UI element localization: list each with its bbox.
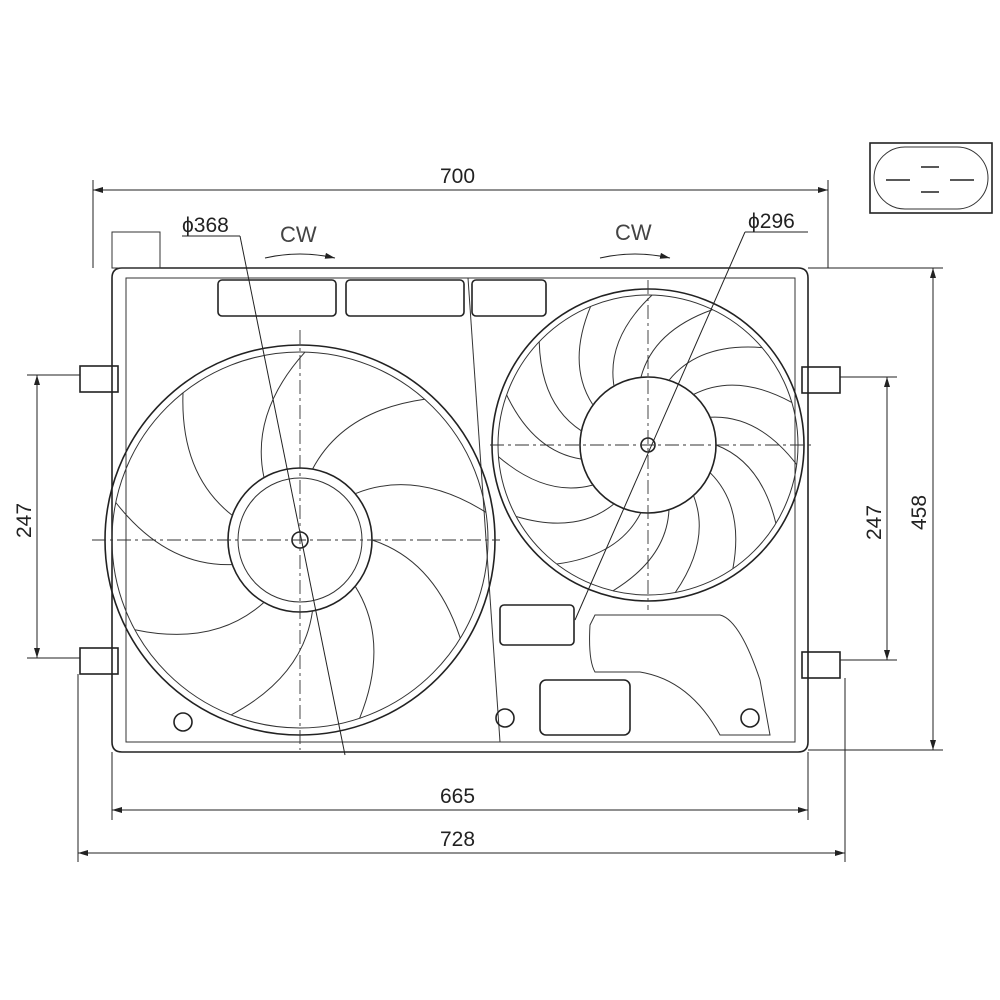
fan-blade bbox=[230, 610, 313, 716]
fan-blade bbox=[134, 602, 265, 635]
fan-blade bbox=[498, 456, 594, 489]
fan-blade bbox=[612, 294, 653, 387]
connector-detail-view bbox=[869, 142, 993, 214]
dimension-left-mount-spacing: 247 bbox=[13, 503, 36, 538]
dimension-lines bbox=[27, 180, 943, 862]
dimension-inner-width: 665 bbox=[440, 785, 475, 808]
leader-d296 bbox=[574, 231, 746, 621]
dimension-overall-width: 728 bbox=[440, 828, 475, 851]
fan-blade bbox=[506, 394, 582, 460]
fan-blade bbox=[578, 306, 594, 406]
dimension-top-width: 700 bbox=[440, 165, 475, 188]
dimension-height: 458 bbox=[908, 495, 931, 530]
fan-blade bbox=[612, 509, 670, 592]
fan-blade bbox=[715, 444, 777, 524]
fan-blade bbox=[693, 384, 793, 403]
fan-blade bbox=[115, 502, 233, 566]
fan-blade bbox=[709, 472, 737, 569]
rotation-arrow-left bbox=[264, 252, 336, 259]
fan-blade bbox=[260, 351, 306, 478]
fan-blade bbox=[371, 539, 461, 639]
fan-blade bbox=[640, 309, 713, 378]
leader-d368 bbox=[239, 235, 346, 756]
fan-blade bbox=[355, 484, 487, 513]
rotation-arrow-right bbox=[599, 252, 671, 259]
fan-blade bbox=[516, 503, 615, 524]
fan-blade bbox=[182, 392, 233, 516]
fan-blade bbox=[354, 586, 375, 719]
fan-blade bbox=[710, 416, 798, 465]
fan-blade bbox=[312, 398, 425, 470]
rotation-label-left-fan: CW bbox=[280, 222, 317, 247]
screw-bosses bbox=[173, 708, 760, 732]
diameter-label-left-fan: ϕ368 bbox=[182, 214, 229, 237]
fan-blade bbox=[556, 512, 642, 565]
fan-blade bbox=[674, 495, 700, 593]
fan-blade bbox=[668, 346, 763, 381]
shroud-frame bbox=[79, 231, 841, 753]
rotation-label-right-fan: CW bbox=[615, 220, 652, 245]
mounting-tabs bbox=[79, 365, 841, 679]
fan-blade bbox=[538, 341, 582, 432]
diameter-label-right-fan: ϕ296 bbox=[748, 210, 795, 233]
dimension-right-mount-spacing: 247 bbox=[863, 505, 886, 540]
connector-housing bbox=[111, 231, 161, 269]
